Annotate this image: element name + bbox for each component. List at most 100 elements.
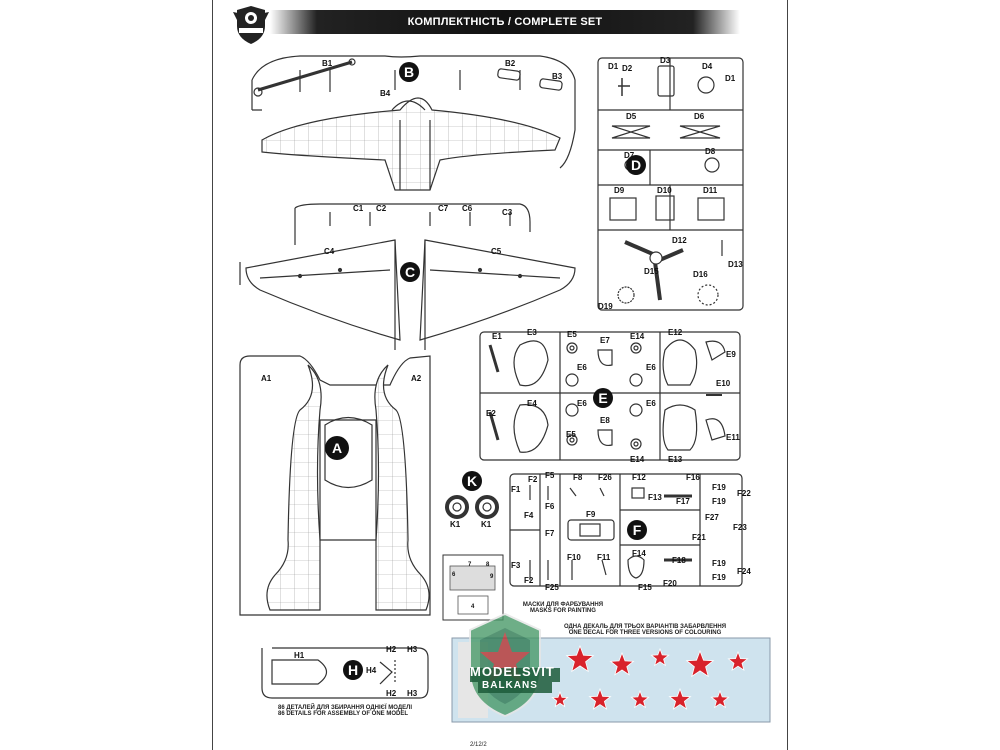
part-label: F8 bbox=[573, 473, 583, 482]
part-label: F6 bbox=[545, 502, 555, 511]
k-wheels bbox=[445, 495, 499, 519]
part-label: F13 bbox=[648, 493, 662, 502]
part-label: E13 bbox=[668, 455, 683, 464]
sprue-letter-f: F bbox=[633, 522, 642, 538]
part-label: H4 bbox=[366, 666, 377, 675]
part-label: E4 bbox=[527, 399, 537, 408]
sprue-letter-h: H bbox=[348, 662, 358, 678]
details-count-en: 86 DETAILS FOR ASSEMBLY OF ONE MODEL bbox=[278, 711, 409, 717]
part-label: D16 bbox=[693, 270, 708, 279]
header-bar: КОМПЛЕКТНІСТЬ / COMPLETE SET bbox=[270, 10, 740, 34]
sprue-f bbox=[509, 473, 743, 587]
part-label: E14 bbox=[630, 332, 645, 341]
part-label: D9 bbox=[614, 186, 625, 195]
sprue-e bbox=[479, 331, 741, 461]
decal-star bbox=[630, 689, 650, 709]
part-label: F3 bbox=[511, 561, 521, 570]
sprue-letter-discs bbox=[325, 62, 647, 680]
part-label: K1 bbox=[481, 520, 492, 529]
decal-star bbox=[727, 650, 749, 672]
part-label: F19 bbox=[712, 573, 726, 582]
part-label: F25 bbox=[545, 583, 559, 592]
part-label: D8 bbox=[705, 147, 716, 156]
part-label: B2 bbox=[505, 59, 516, 68]
part-label: C1 bbox=[353, 204, 364, 213]
sprue-b bbox=[251, 55, 576, 191]
part-label: C7 bbox=[438, 204, 449, 213]
decal-caption-ua: ОДНА ДЕКАЛЬ ДЛЯ ТРЬОХ ВАРІАНТІВ ЗАБАРВЛЕ… bbox=[563, 624, 727, 630]
part-label: H1 bbox=[294, 651, 305, 660]
page-title: КОМПЛЕКТНІСТЬ / COMPLETE SET bbox=[407, 16, 603, 28]
page-border-right bbox=[787, 0, 788, 750]
part-label: F1 bbox=[511, 485, 521, 494]
part-label: E6 bbox=[646, 399, 656, 408]
part-label: F26 bbox=[598, 473, 612, 482]
part-label: B3 bbox=[552, 72, 563, 81]
part-label: F17 bbox=[676, 497, 690, 506]
part-label: F22 bbox=[737, 489, 751, 498]
part-label: E1 bbox=[492, 332, 502, 341]
mask-number: 8 bbox=[486, 562, 490, 568]
part-label: D11 bbox=[703, 186, 718, 195]
part-label: F20 bbox=[663, 579, 677, 588]
part-label: E6 bbox=[577, 399, 587, 408]
sprue-a bbox=[239, 355, 431, 616]
mask-number: 6 bbox=[452, 572, 456, 578]
decal-star bbox=[609, 651, 635, 676]
part-label: E12 bbox=[668, 328, 683, 337]
sprue-letter-k: K bbox=[467, 473, 477, 489]
part-label: F21 bbox=[692, 533, 706, 542]
part-label: F19 bbox=[712, 497, 726, 506]
part-label: E6 bbox=[577, 363, 587, 372]
part-label: C5 bbox=[491, 247, 502, 256]
part-label: E5 bbox=[566, 430, 576, 439]
part-label: H3 bbox=[407, 689, 418, 698]
part-label: B4 bbox=[380, 89, 391, 98]
part-label: C3 bbox=[502, 208, 513, 217]
part-label: D1 bbox=[725, 74, 736, 83]
part-label: F24 bbox=[737, 567, 751, 576]
sprue-d bbox=[597, 57, 744, 311]
part-label: H3 bbox=[407, 645, 418, 654]
part-label: F10 bbox=[567, 553, 581, 562]
sprue-letter-a: A bbox=[332, 440, 342, 456]
part-label: F18 bbox=[672, 556, 686, 565]
mask-number: 4 bbox=[471, 604, 475, 610]
watermark-text bbox=[470, 668, 560, 693]
part-label: F19 bbox=[712, 483, 726, 492]
decal-stars bbox=[551, 644, 749, 710]
brand-shield-icon bbox=[233, 6, 269, 44]
part-label: F15 bbox=[638, 583, 652, 592]
part-label: F27 bbox=[705, 513, 719, 522]
mask-number: 9 bbox=[490, 574, 494, 580]
part-label: F2 bbox=[528, 475, 538, 484]
part-label: F5 bbox=[545, 471, 555, 480]
mask-number: 7 bbox=[468, 562, 472, 568]
decal-star bbox=[588, 687, 612, 710]
part-label: D15 bbox=[644, 267, 659, 276]
mask-caption: МАСКИ ДЛЯ ФАРБУВАННЯ MASKS FOR PAINTING bbox=[508, 602, 618, 614]
part-label: C6 bbox=[462, 204, 473, 213]
page-code: 2/12/2 bbox=[470, 742, 487, 748]
part-label: F7 bbox=[545, 529, 555, 538]
part-label: D1 bbox=[608, 62, 619, 71]
part-label: E7 bbox=[600, 336, 610, 345]
part-label: E14 bbox=[630, 455, 645, 464]
part-label: F9 bbox=[586, 510, 596, 519]
mask-caption-en: MASKS FOR PAINTING bbox=[530, 608, 596, 614]
part-label: F16 bbox=[686, 473, 700, 482]
part-label: D12 bbox=[672, 236, 687, 245]
part-label: D6 bbox=[694, 112, 705, 121]
part-label: E5 bbox=[567, 330, 577, 339]
decal-caption: ОДНА ДЕКАЛЬ ДЛЯ ТРЬОХ ВАРІАНТІВ ЗАБАРВЛЕ… bbox=[560, 624, 730, 636]
part-label: F11 bbox=[597, 553, 611, 562]
sprue-h bbox=[261, 647, 429, 699]
decal-caption-en: ONE DECAL FOR THREE VERSIONS OF COLOURIN… bbox=[568, 630, 722, 636]
mask-sheet bbox=[442, 554, 504, 621]
part-label: F4 bbox=[524, 511, 534, 520]
part-label: E2 bbox=[486, 409, 496, 418]
part-label: E8 bbox=[600, 416, 610, 425]
part-label: E9 bbox=[726, 350, 736, 359]
part-label: F2 bbox=[524, 576, 534, 585]
